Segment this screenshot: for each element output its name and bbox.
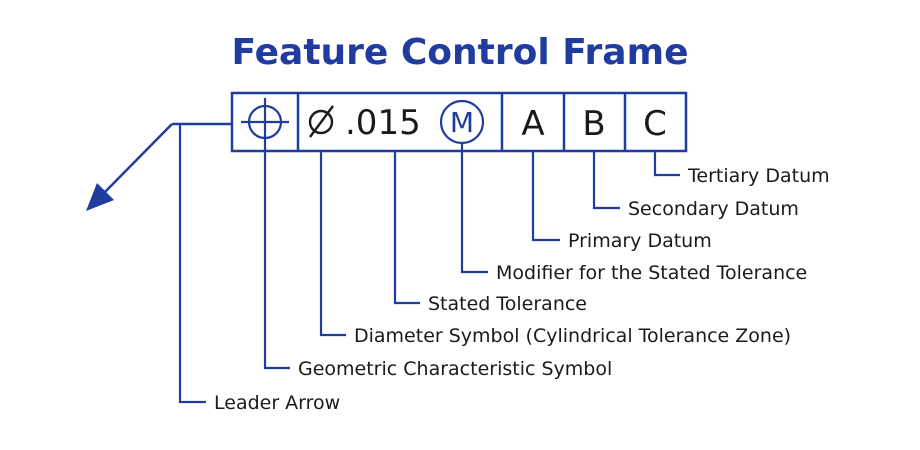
label-leader-arrow: Leader Arrow — [214, 392, 340, 414]
callout-line-modifier — [460, 143, 488, 274]
datum-c: C — [643, 104, 667, 144]
label-geometric-symbol: Geometric Characteristic Symbol — [298, 358, 612, 380]
callout-line-secondary — [592, 151, 620, 210]
position-symbol-icon — [241, 98, 289, 146]
callout-line-stated-tolerance — [393, 151, 420, 305]
callout-line-geometric — [263, 146, 290, 370]
label-modifier: Modifier for the Stated Tolerance — [496, 262, 807, 284]
label-secondary-datum: Secondary Datum — [628, 198, 799, 220]
callout-line-primary — [531, 151, 560, 242]
datum-a: A — [521, 104, 544, 144]
diameter-symbol-icon — [308, 105, 334, 138]
callout-line-diameter — [319, 151, 346, 337]
page-title: Feature Control Frame — [232, 32, 689, 73]
datum-b: B — [582, 104, 605, 144]
modifier-letter: M — [450, 106, 474, 139]
label-stated-tolerance: Stated Tolerance — [428, 293, 587, 315]
arrowhead-icon — [86, 183, 114, 211]
callout-lines — [178, 124, 680, 404]
label-tertiary-datum: Tertiary Datum — [687, 165, 830, 187]
callout-line-tertiary — [653, 151, 680, 177]
tolerance-value: .015 — [345, 103, 421, 143]
label-diameter-symbol: Diameter Symbol (Cylindrical Tolerance Z… — [354, 325, 791, 347]
frame-outline — [230, 91, 688, 153]
leader-arrow — [86, 122, 232, 211]
label-primary-datum: Primary Datum — [568, 230, 712, 252]
callout-line-leader — [178, 124, 206, 404]
